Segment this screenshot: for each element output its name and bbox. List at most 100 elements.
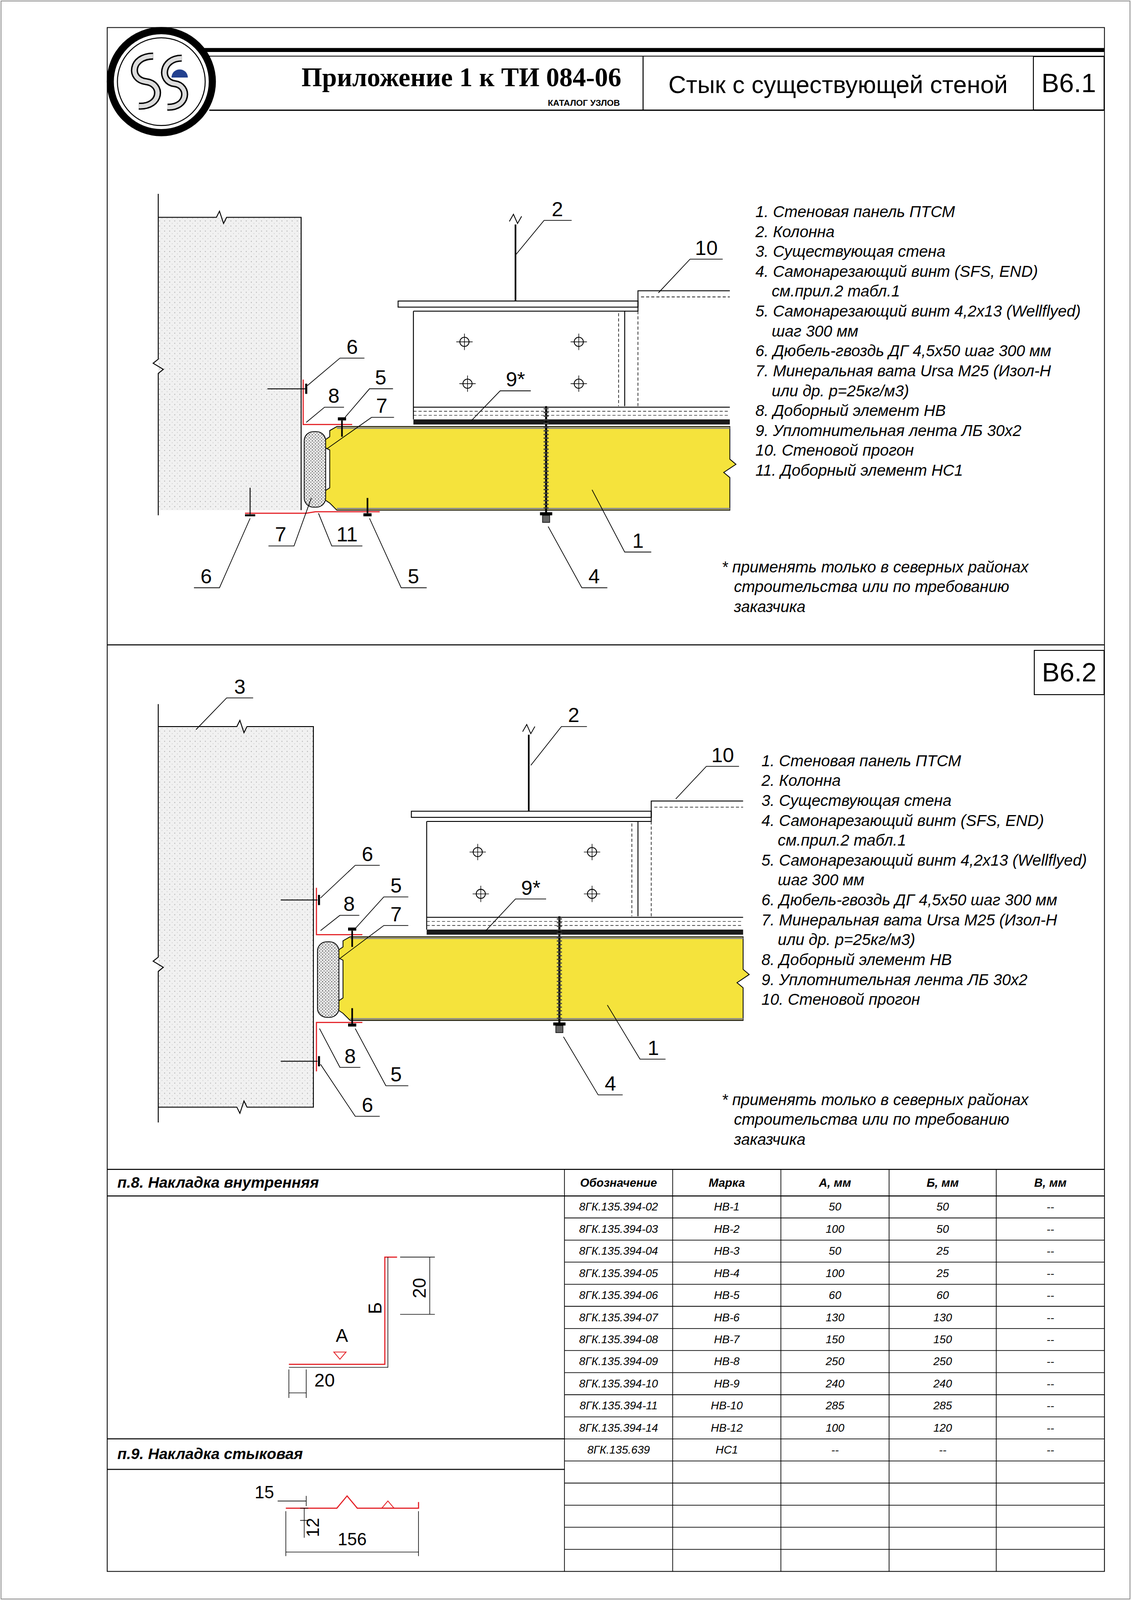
table-cell: -- — [996, 1223, 1105, 1236]
table-cell: -- — [996, 1355, 1105, 1369]
table-cell: 120 — [889, 1422, 997, 1435]
trim-element — [303, 379, 353, 425]
catalog-caption: КАТАЛОГ УЗЛОВ — [547, 98, 621, 109]
callout-number: 10 — [711, 744, 735, 767]
legend-item: 7. Минеральная вата Ursa M25 (Изол-Н или… — [755, 361, 1067, 402]
table-cell: НВ-10 — [672, 1400, 781, 1413]
trim-profile-sketch — [288, 1257, 397, 1365]
table-cell: НВ-3 — [672, 1245, 781, 1258]
joint-strip-sketch — [285, 1496, 419, 1509]
leader-line — [607, 1005, 666, 1060]
small-screw — [338, 417, 372, 517]
joint-detail — [317, 724, 750, 1033]
table-cell: 8ГК.135.394-11 — [564, 1400, 673, 1413]
joint-strip-sketch — [381, 1501, 395, 1509]
existing-wall — [153, 704, 164, 1123]
callout-number: 4 — [604, 1072, 616, 1095]
dimension-label: 20 — [314, 1370, 335, 1392]
joint-strip-sketch — [277, 1496, 419, 1557]
table-cell: 250 — [889, 1355, 997, 1369]
leader-line — [658, 259, 723, 293]
sheet-title: Стык с существующей стеной — [668, 71, 1008, 99]
table-cell: 8ГК.135.394-08 — [564, 1333, 673, 1346]
leader-line — [485, 899, 547, 931]
company-logo — [164, 58, 185, 108]
dimension-label: 20 — [409, 1277, 430, 1299]
callout-number: 2 — [551, 198, 563, 221]
table-cell: -- — [889, 1444, 997, 1457]
callout-number: 8 — [343, 893, 355, 916]
leader-line — [320, 1064, 381, 1117]
company-logo — [134, 56, 158, 107]
existing-wall — [158, 211, 302, 511]
note-text: * применять только в северных районах ст… — [721, 1090, 1064, 1151]
table-cell: -- — [996, 1422, 1105, 1435]
table-cell: НВ-4 — [672, 1267, 781, 1280]
small-screw — [348, 927, 357, 1027]
legend-item: 11. Доборный элемент НС1 — [755, 460, 1131, 481]
table-header: А, мм — [781, 1176, 890, 1190]
table-cell: -- — [996, 1245, 1105, 1258]
trim-profile-sketch — [333, 1352, 347, 1360]
callout-number: 7 — [275, 523, 287, 547]
callout-number: 11 — [336, 523, 358, 547]
table-cell: -- — [996, 1400, 1105, 1413]
table-cell: НВ-8 — [672, 1355, 781, 1369]
trim-element — [316, 887, 363, 1072]
table-cell: НВ-12 — [672, 1422, 781, 1435]
callout-number: 5 — [375, 366, 387, 389]
leader-line — [471, 390, 532, 421]
company-logo — [164, 58, 185, 108]
table-header: Б, мм — [889, 1176, 997, 1190]
small-screw — [348, 1023, 357, 1027]
table-cell: 250 — [781, 1355, 890, 1369]
joint-strip-sketch — [277, 1496, 307, 1507]
table-cell: 8ГК.135.394-14 — [564, 1422, 673, 1435]
leader-line — [369, 518, 427, 589]
legend-item: 10. Стеновой прогон — [755, 440, 1131, 461]
callout-number: 2 — [568, 704, 580, 727]
dowel-nail — [280, 1061, 318, 1063]
trim-profile-sketch — [288, 1257, 388, 1368]
callout-number: 1 — [647, 1037, 659, 1060]
leader-line — [547, 526, 608, 588]
trim-profile-sketch — [400, 1257, 435, 1315]
legend-list: 1. Стеновая панель ПТСМ2. Колонна3. Суще… — [755, 202, 1131, 481]
table-cell: 285 — [781, 1400, 890, 1413]
legend-item: 6. Дюбель-гвоздь ДГ 4,5х50 шаг 300 мм — [761, 890, 1131, 911]
table-cell: -- — [996, 1267, 1105, 1280]
dowel-nail — [317, 1056, 320, 1067]
legend-item: 3. Существующая стена — [761, 791, 1131, 812]
callout-number: 7 — [390, 903, 402, 926]
legend-item: 9. Уплотнительная лента ЛБ 30х2 — [755, 421, 1131, 442]
table-cell: НС1 — [672, 1444, 781, 1457]
leader-line — [319, 1028, 360, 1068]
leader-line — [592, 489, 652, 553]
table-cell: 240 — [889, 1377, 997, 1391]
legend-item: 4. Самонарезающий винт (SFS, END) см.при… — [755, 261, 1085, 302]
company-logo — [110, 30, 213, 133]
leader-line — [307, 358, 365, 386]
table-cell: 150 — [889, 1333, 997, 1346]
small-screw — [338, 417, 347, 421]
existing-wall — [153, 193, 164, 516]
callout-number: 9* — [505, 368, 526, 391]
callout-number: 6 — [361, 843, 374, 866]
table-cell: НВ-1 — [672, 1201, 781, 1214]
table-cell: -- — [996, 1377, 1105, 1391]
dowel-nail — [280, 895, 319, 1067]
legend-item: 2. Колонна — [761, 771, 1131, 792]
table-header: В, мм — [996, 1176, 1105, 1190]
callout-number: 5 — [390, 874, 402, 897]
table-cell: 8ГК.135.394-03 — [564, 1223, 673, 1236]
legend-item: 6. Дюбель-гвоздь ДГ 4,5х50 шаг 300 мм — [755, 341, 1131, 362]
legend-item: 1. Стеновая панель ПТСМ — [755, 202, 1131, 223]
trim-element — [316, 887, 363, 935]
small-screw — [351, 930, 354, 948]
callout-number: 6 — [361, 1094, 374, 1117]
section-heading: п.9. Накладка стыковая — [117, 1446, 303, 1464]
dowel-nail — [249, 487, 251, 515]
